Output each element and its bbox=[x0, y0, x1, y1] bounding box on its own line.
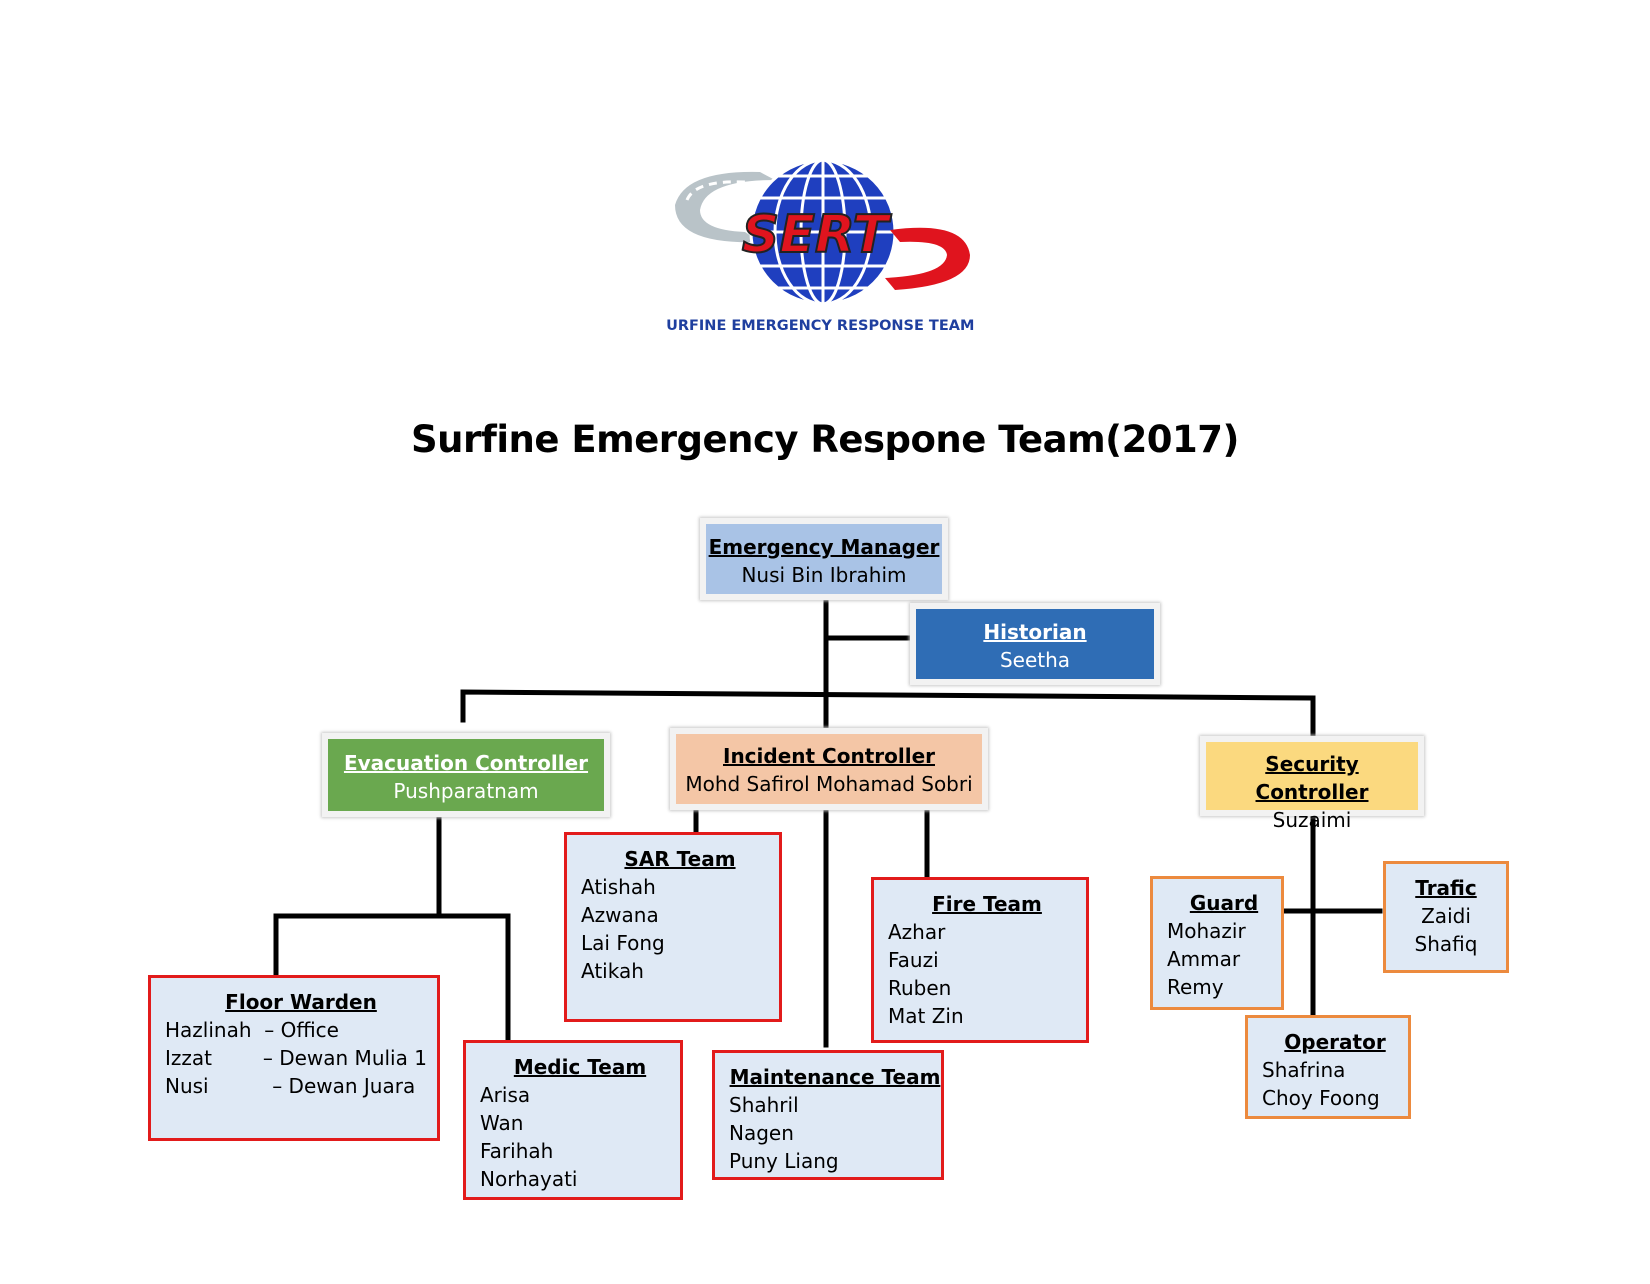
guard-box: Guard Mohazir Ammar Remy bbox=[1150, 876, 1284, 1010]
maintenance-team-title: Maintenance Team bbox=[729, 1065, 941, 1089]
operator-member: Choy Foong bbox=[1262, 1086, 1380, 1110]
sar-team-title: SAR Team bbox=[624, 847, 736, 871]
incident-controller-name: Mohd Safirol Mohamad Sobri bbox=[685, 772, 973, 796]
security-controller-name: Suzaimi bbox=[1272, 808, 1352, 832]
operator-member: Shafrina bbox=[1262, 1058, 1346, 1082]
maintenance-team-box: Maintenance Team Shahril Nagen Puny Lian… bbox=[712, 1050, 944, 1180]
sar-team-member: Atikah bbox=[581, 959, 644, 983]
security-controller-role: Security Controller bbox=[1255, 752, 1369, 804]
maintenance-team-member: Nagen bbox=[729, 1121, 794, 1145]
logo-caption: SURFINE EMERGENCY RESPONSE TEAM bbox=[665, 318, 974, 334]
maintenance-team-member: Shahril bbox=[729, 1093, 799, 1117]
emergency-manager-box: Emergency Manager Nusi Bin Ibrahim bbox=[700, 518, 948, 600]
security-controller-fill: Security Controller Suzaimi bbox=[1206, 742, 1418, 832]
fire-team-member: Azhar bbox=[888, 920, 946, 944]
evacuation-controller-box: Evacuation Controller Pushparatnam bbox=[322, 733, 610, 817]
historian-box: Historian Seetha bbox=[910, 603, 1160, 685]
sar-team-member: Atishah bbox=[581, 875, 656, 899]
sert-logo: SERT SURFINE EMERGENCY RESPONSE TEAM bbox=[656, 150, 995, 340]
trafic-member: Shafiq bbox=[1414, 932, 1478, 956]
logo-acronym: SERT bbox=[742, 205, 892, 265]
floor-warden-row: Hazlinah – Office bbox=[165, 1018, 339, 1042]
guard-member: Remy bbox=[1167, 975, 1224, 999]
fire-team-title: Fire Team bbox=[932, 892, 1042, 916]
medic-team-member: Norhayati bbox=[480, 1167, 578, 1191]
fire-team-member: Ruben bbox=[888, 976, 952, 1000]
historian-fill: Historian Seetha bbox=[916, 609, 1154, 679]
page-title: Surfine Emergency Respone Team(2017) bbox=[411, 418, 1239, 461]
medic-team-member: Farihah bbox=[480, 1139, 554, 1163]
operator-title: Operator bbox=[1284, 1030, 1386, 1054]
sar-team-box: SAR Team Atishah Azwana Lai Fong Atikah bbox=[564, 832, 782, 1022]
evacuation-controller-fill: Evacuation Controller Pushparatnam bbox=[328, 739, 604, 811]
guard-member: Ammar bbox=[1167, 947, 1241, 971]
floor-warden-row: Izzat – Dewan Mulia 1 bbox=[165, 1046, 427, 1070]
operator-box: Operator Shafrina Choy Foong bbox=[1245, 1015, 1411, 1119]
fire-team-member: Mat Zin bbox=[888, 1004, 964, 1028]
medic-team-box: Medic Team Arisa Wan Farihah Norhayati bbox=[463, 1040, 683, 1200]
security-controller-box: Security Controller Suzaimi bbox=[1200, 736, 1424, 832]
sert-logo-graphic: SERT SURFINE EMERGENCY RESPONSE TEAM bbox=[656, 158, 974, 334]
floor-warden-title: Floor Warden bbox=[225, 990, 377, 1014]
floor-warden-box: Floor Warden Hazlinah – Office Izzat – D… bbox=[148, 975, 440, 1141]
maintenance-team-member: Puny Liang bbox=[729, 1149, 839, 1173]
fire-team-member: Fauzi bbox=[888, 948, 939, 972]
fire-team-box: Fire Team Azhar Fauzi Ruben Mat Zin bbox=[871, 877, 1089, 1043]
trafic-box: Trafic Zaidi Shafiq bbox=[1383, 861, 1509, 973]
medic-team-member: Wan bbox=[480, 1111, 524, 1135]
incident-controller-box: Incident Controller Mohd Safirol Mohamad… bbox=[670, 728, 988, 810]
historian-role: Historian bbox=[983, 620, 1087, 644]
medic-team-title: Medic Team bbox=[513, 1055, 647, 1079]
emergency-manager-name: Nusi Bin Ibrahim bbox=[741, 563, 907, 587]
trafic-member: Zaidi bbox=[1421, 904, 1471, 928]
emergency-manager-fill: Emergency Manager Nusi Bin Ibrahim bbox=[706, 524, 942, 594]
incident-controller-fill: Incident Controller Mohd Safirol Mohamad… bbox=[676, 734, 982, 804]
sar-team-member: Lai Fong bbox=[581, 931, 665, 955]
medic-team-member: Arisa bbox=[480, 1083, 531, 1107]
emergency-manager-role: Emergency Manager bbox=[708, 535, 940, 559]
connector-evac-split bbox=[273, 913, 511, 1043]
evacuation-controller-name: Pushparatnam bbox=[393, 779, 539, 803]
connector-controller-bar bbox=[460, 689, 1316, 739]
floor-warden-row: Nusi – Dewan Juara bbox=[165, 1074, 416, 1098]
trafic-title: Trafic bbox=[1415, 876, 1477, 900]
guard-title: Guard bbox=[1189, 891, 1259, 915]
incident-controller-role: Incident Controller bbox=[723, 744, 935, 768]
evacuation-controller-role: Evacuation Controller bbox=[343, 751, 589, 775]
historian-name: Seetha bbox=[999, 648, 1071, 672]
guard-member: Mohazir bbox=[1167, 919, 1246, 943]
sar-team-member: Azwana bbox=[581, 903, 659, 927]
